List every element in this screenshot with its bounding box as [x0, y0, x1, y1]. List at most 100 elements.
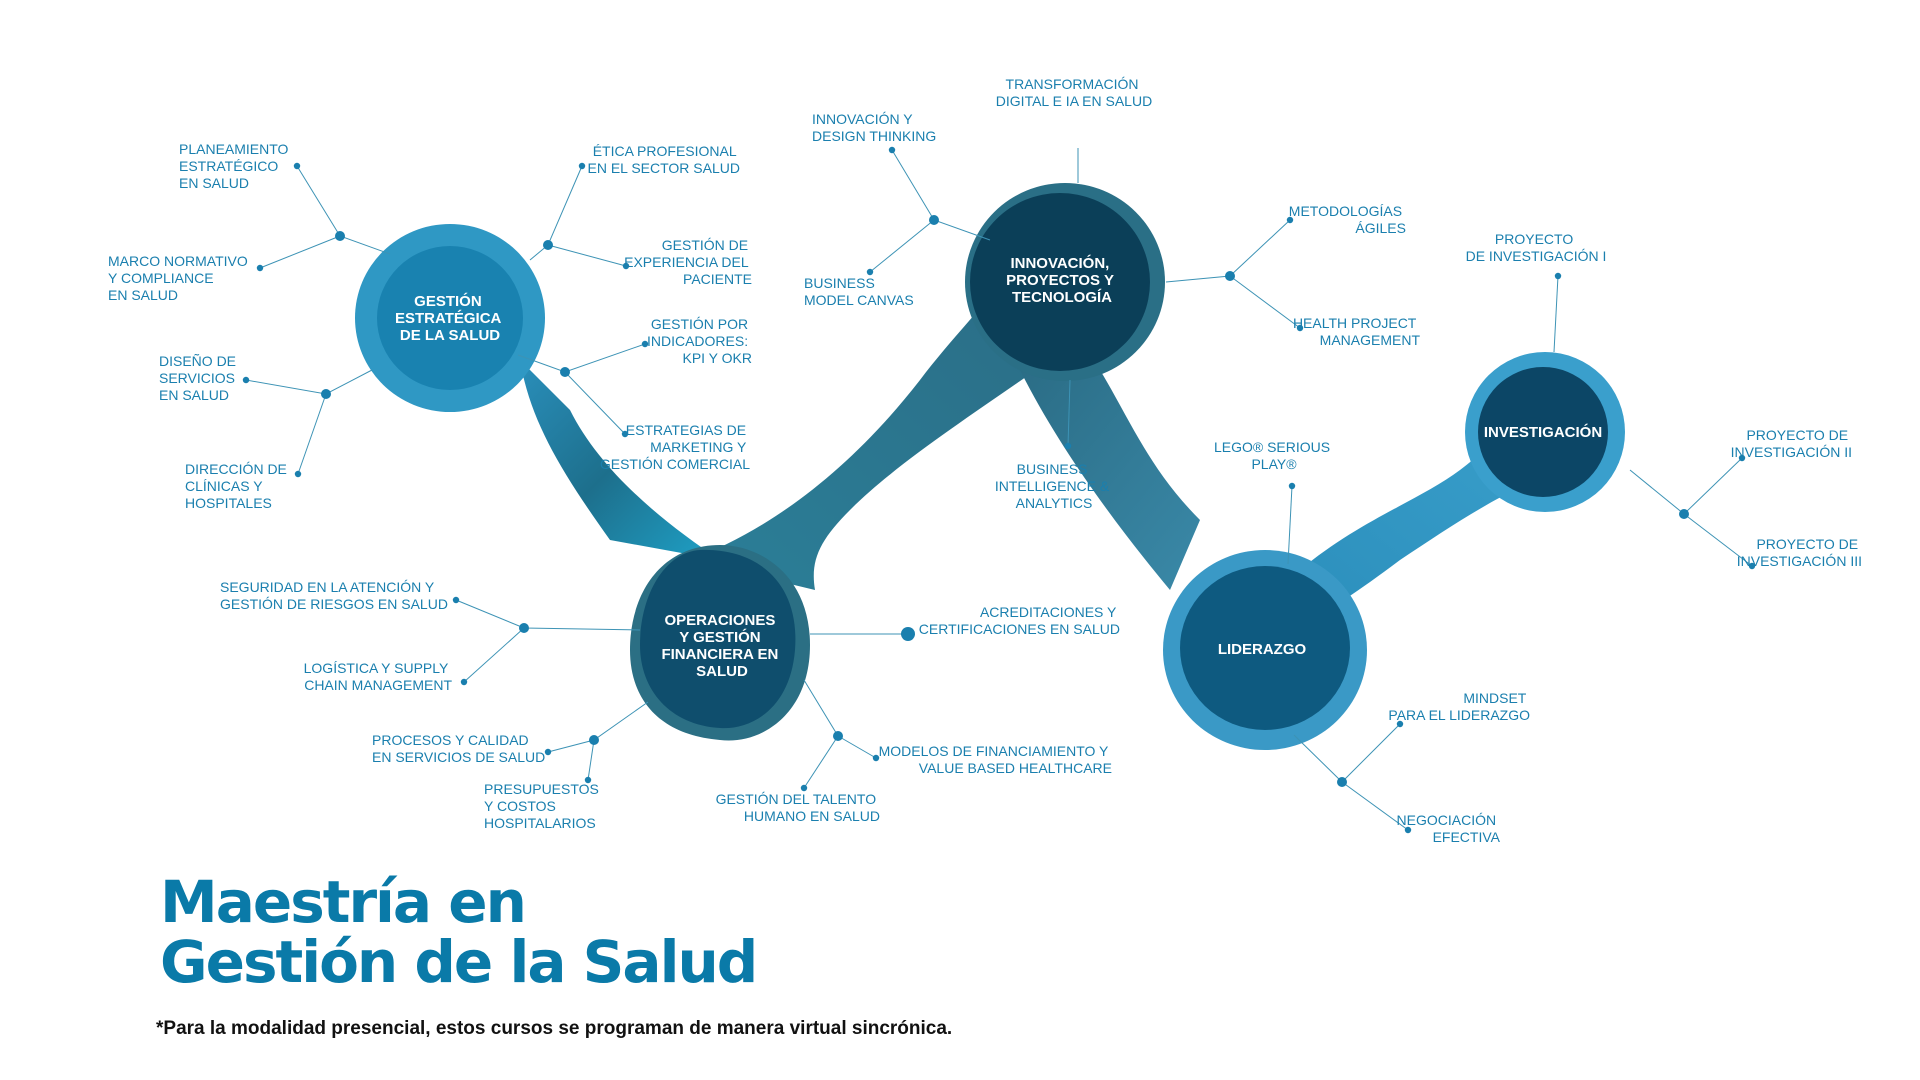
course-diseno: DISEÑO DE SERVICIOS EN SALUD	[159, 353, 240, 403]
course-line: DISEÑO DE	[159, 353, 236, 369]
course-line: PRESUPUESTOS	[484, 781, 599, 797]
connector-talento	[803, 679, 839, 789]
course-line: ESTRATÉGICO	[179, 158, 278, 174]
course-line: BUSINESS	[1017, 461, 1088, 477]
course-hpm: HEALTH PROJECT MANAGEMENT	[1293, 315, 1421, 348]
connector-seguridad	[455, 599, 641, 631]
hub-gestion-line: ESTRATÉGICA	[395, 310, 502, 327]
course-line: MARCO NORMATIVO	[108, 253, 248, 269]
leaf-dot	[293, 162, 301, 170]
leaf-dot	[1286, 216, 1294, 224]
junction-dot	[929, 215, 939, 225]
hub-gestion-line: GESTIÓN	[414, 292, 482, 310]
course-line: INNOVACIÓN Y	[812, 111, 913, 127]
leaf-dot	[1296, 324, 1304, 332]
junction-dot	[1679, 509, 1689, 519]
course-line: EN EL SECTOR SALUD	[588, 160, 741, 176]
course-inv1: PROYECTO DE INVESTIGACIÓN I	[1466, 231, 1607, 264]
course-line: MARKETING Y	[650, 439, 747, 455]
hub-innovacion	[965, 183, 1165, 381]
course-line: CLÍNICAS Y	[185, 478, 263, 494]
junction-dot	[519, 623, 529, 633]
course-line: ACREDITACIONES Y	[980, 604, 1117, 620]
course-line: NEGOCIACIÓN	[1397, 812, 1497, 828]
connector-lego	[1287, 485, 1293, 565]
junction-dot	[321, 389, 331, 399]
junction-dot	[1225, 271, 1235, 281]
course-line: INTELLIGENCE &	[995, 478, 1110, 494]
connector-dots	[242, 146, 1756, 834]
course-agiles: METODOLOGÍAS ÁGILES	[1289, 203, 1406, 236]
leaf-dot	[584, 776, 592, 784]
hub-gestion	[355, 224, 545, 412]
course-etica: ÉTICA PROFESIONAL EN EL SECTOR SALUD	[588, 143, 741, 176]
course-line: LEGO® SERIOUS	[1214, 439, 1330, 455]
course-transformacion: TRANSFORMACIÓN DIGITAL E IA EN SALUD	[996, 76, 1152, 109]
hub-labels: GESTIÓN ESTRATÉGICA DE LA SALUD OPERACIO…	[395, 254, 1602, 680]
connector-hpm	[1229, 275, 1301, 329]
course-line: MANAGEMENT	[1320, 332, 1421, 348]
course-line: Y COSTOS	[484, 798, 556, 814]
hub-gestion-line: DE LA SALUD	[400, 327, 500, 344]
course-line: DE INVESTIGACIÓN I	[1466, 248, 1607, 264]
leaf-dot	[622, 262, 630, 270]
course-negociacion: NEGOCIACIÓN EFECTIVA	[1397, 812, 1501, 845]
course-line: ANALYTICS	[1016, 495, 1093, 511]
connector-inv3	[1683, 513, 1753, 567]
course-line: PROYECTO DE	[1746, 427, 1848, 443]
connector-etica	[529, 165, 583, 261]
course-planeamiento: PLANEAMIENTO ESTRATÉGICO EN SALUD	[179, 141, 292, 191]
hub-operaciones-line: OPERACIONES	[664, 612, 775, 629]
connector-modelos	[837, 735, 877, 759]
course-line: EFECTIVA	[1433, 829, 1501, 845]
page-title-line: Gestión de la Salud	[160, 928, 758, 996]
course-acreditaciones: ACREDITACIONES Y CERTIFICACIONES EN SALU…	[919, 604, 1120, 637]
course-line: INDICADORES:	[647, 333, 748, 349]
course-talento: GESTIÓN DEL TALENTO HUMANO EN SALUD	[716, 791, 880, 824]
course-direccion: DIRECCIÓN DE CLÍNICAS Y HOSPITALES	[185, 461, 291, 511]
course-line: SERVICIOS	[159, 370, 235, 386]
hub-innovacion-line: PROYECTOS Y	[1006, 272, 1114, 289]
course-canvas: BUSINESS MODEL CANVAS	[804, 275, 914, 308]
course-inv3: PROYECTO DE INVESTIGACIÓN III	[1737, 536, 1862, 569]
leaf-dot	[452, 596, 460, 604]
course-line: GESTIÓN DEL TALENTO	[716, 791, 877, 807]
course-logistica: LOGÍSTICA Y SUPPLY CHAIN MANAGEMENT	[304, 660, 453, 693]
leaf-dot	[888, 146, 896, 154]
course-lego: LEGO® SERIOUS PLAY®	[1214, 439, 1334, 472]
ribbon-gestion-operaciones	[520, 360, 720, 560]
course-line: HOSPITALARIOS	[484, 815, 596, 831]
leaf-dot	[1748, 562, 1756, 570]
hub-innovacion-inner	[970, 193, 1150, 371]
course-line: PACIENTE	[683, 271, 752, 287]
ribbon-operaciones-innovacion	[690, 270, 1050, 590]
course-line: VALUE BASED HEALTHCARE	[919, 760, 1112, 776]
junction-dot	[560, 367, 570, 377]
leaf-dot	[1738, 454, 1746, 462]
course-marketing: ESTRATEGIAS DE MARKETING Y GESTIÓN COMER…	[600, 422, 750, 472]
course-line: MINDSET	[1463, 690, 1526, 706]
course-line: HUMANO EN SALUD	[744, 808, 880, 824]
course-line: CERTIFICACIONES EN SALUD	[919, 621, 1120, 637]
connector-design	[891, 149, 991, 241]
connector-negociacion	[1341, 781, 1409, 831]
hub-investigacion-inner	[1478, 367, 1608, 497]
course-line: PARA EL LIDERAZGO	[1388, 707, 1530, 723]
course-line: PROYECTO DE	[1756, 536, 1858, 552]
hub-investigacion-label: INVESTIGACIÓN	[1484, 423, 1602, 441]
course-line: GESTIÓN POR	[651, 316, 748, 332]
course-line: KPI Y OKR	[682, 350, 752, 366]
course-line: EN SERVICIOS DE SALUD	[372, 749, 545, 765]
course-indicadores: GESTIÓN POR INDICADORES: KPI Y OKR	[647, 316, 752, 366]
leaf-dot	[1288, 482, 1296, 490]
hub-operaciones-line: Y GESTIÓN	[679, 628, 760, 646]
connector-canvas	[869, 219, 935, 273]
junction-dot	[1337, 777, 1347, 787]
course-line: ÉTICA PROFESIONAL	[593, 143, 737, 159]
connector-inv2	[1629, 457, 1743, 515]
course-line: GESTIÓN DE	[662, 237, 748, 253]
course-line: GESTIÓN DE RIESGOS EN SALUD	[220, 596, 448, 612]
leaf-dot	[242, 376, 250, 384]
course-line: ESTRATEGIAS DE	[626, 422, 746, 438]
leaf-dot	[621, 430, 629, 438]
